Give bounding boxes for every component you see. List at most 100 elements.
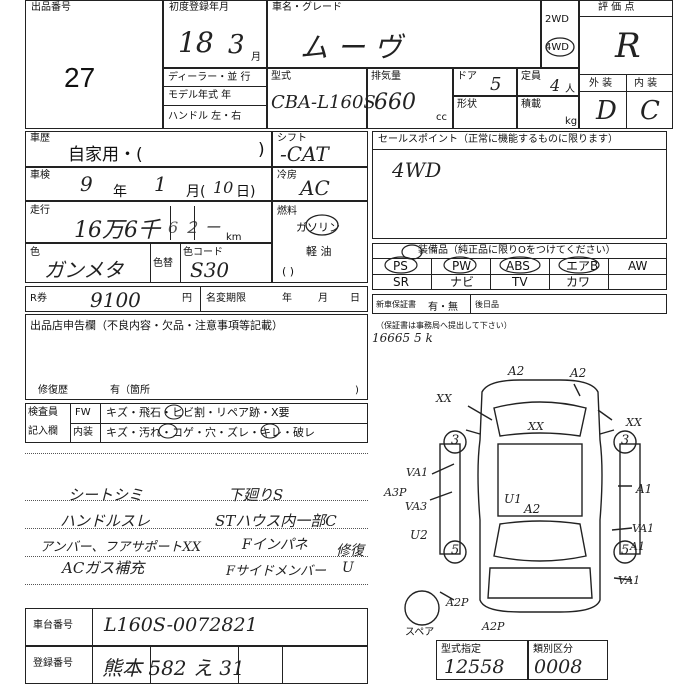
spare-label: スペア bbox=[405, 627, 435, 638]
inspection-year: 9 bbox=[80, 172, 93, 196]
equip-leather: カワ bbox=[566, 275, 591, 289]
car-name-label: 車名・グレード bbox=[272, 2, 342, 13]
designation-value: 12558 bbox=[444, 656, 505, 678]
load-label: 積載 bbox=[521, 99, 541, 110]
fuel-gasoline: ガソリン bbox=[296, 221, 340, 234]
note-6: STハウス内一部C bbox=[215, 512, 337, 530]
mark-va3: VA3 bbox=[405, 500, 428, 513]
mileage-unit: km bbox=[226, 232, 242, 243]
inspection-month-unit: 月( bbox=[186, 184, 206, 200]
shape-box bbox=[453, 96, 517, 129]
inspection-day: 10 bbox=[213, 178, 234, 197]
chassis-value: L160S-0072821 bbox=[104, 614, 258, 636]
inspection-year-unit: 年 bbox=[113, 184, 127, 200]
mark-a2-left: A2 bbox=[508, 364, 525, 378]
sales-point-label: セールスポイント（正常に機能するものに限ります） bbox=[378, 134, 618, 145]
mark-a2p-left: A2P bbox=[446, 596, 469, 609]
interior-value: C bbox=[640, 96, 660, 126]
color-value: ガンメタ bbox=[44, 258, 124, 282]
sales-point-value: 4WD bbox=[392, 158, 442, 182]
shift-value: -CAT bbox=[280, 142, 329, 166]
exterior-value: D bbox=[596, 96, 617, 126]
shift-box bbox=[272, 131, 368, 167]
checker-row1-head: FW bbox=[75, 407, 91, 418]
note-9: 修復 bbox=[336, 543, 364, 559]
repair-value: 有（箇所 bbox=[110, 385, 150, 396]
mark-va1-right: VA1 bbox=[632, 522, 655, 535]
checker-row1: キズ・飛石・ヒビ割・リペア跡・X要 bbox=[106, 406, 290, 419]
guarantee-note-label: （保証書は事務局へ提出して下さい） bbox=[376, 321, 512, 330]
registration-month: 3 bbox=[228, 30, 245, 60]
history-label: 車歴 bbox=[30, 133, 50, 144]
equip-tv: TV bbox=[512, 275, 528, 289]
mark-a2-center: A2 bbox=[524, 502, 541, 516]
guarantee-note-value: 16665 5 k bbox=[372, 331, 433, 345]
capacity-unit: 人 bbox=[565, 84, 575, 95]
rating-value: R bbox=[615, 26, 641, 66]
car-name-box bbox=[267, 0, 541, 68]
note-7: Fインパネ bbox=[242, 537, 308, 553]
history-value: 自家用・( bbox=[68, 145, 143, 165]
inspection-month: 1 bbox=[154, 172, 167, 196]
mark-xx-1: XX bbox=[436, 392, 452, 405]
equip-ps: PS bbox=[393, 259, 408, 273]
designation-label: 型式指定 bbox=[441, 644, 481, 655]
color-change-label: 色替 bbox=[153, 258, 173, 269]
declaration-box bbox=[25, 314, 368, 400]
note-3: アンバー、フアサポートXX bbox=[40, 540, 201, 555]
dealer-line1: ディーラー・並 行 bbox=[168, 72, 251, 83]
note-2: ハンドルスレ bbox=[60, 512, 151, 530]
inspection-box bbox=[25, 167, 272, 201]
lot-box bbox=[25, 0, 163, 129]
tyre-rr: 5 bbox=[621, 543, 630, 558]
shift-label: シフト bbox=[277, 133, 307, 144]
next-day-label: 後日品 bbox=[475, 300, 499, 309]
sales-point-box bbox=[372, 131, 667, 239]
fuel-diesel: 軽 油 bbox=[306, 245, 332, 258]
equip-airbag: エアB bbox=[566, 259, 599, 273]
fuel-label: 燃料 bbox=[277, 206, 297, 217]
r-ken-value: 9100 bbox=[90, 288, 141, 312]
car-name-value: ム ー ヴ bbox=[300, 31, 402, 64]
tyre-fr: 3 bbox=[621, 433, 630, 448]
color-label: 色 bbox=[30, 247, 40, 258]
mark-u1: U1 bbox=[504, 492, 522, 506]
color-code-label: 色コード bbox=[183, 247, 223, 258]
equip-abs: ABS bbox=[506, 259, 530, 273]
displacement-value: 660 bbox=[374, 90, 416, 115]
checker-label1: 検査員 bbox=[28, 407, 58, 418]
r-ken-yen: 円 bbox=[182, 293, 192, 304]
registration-month-unit: 月 bbox=[251, 52, 261, 63]
drive-box bbox=[541, 0, 579, 68]
classification-label: 類別区分 bbox=[533, 644, 573, 655]
registration-year: 18 bbox=[178, 26, 214, 59]
mark-va1-bottom: VA1 bbox=[618, 574, 641, 587]
inspection-label: 車検 bbox=[30, 170, 50, 181]
checker-label2: 記入欄 bbox=[28, 426, 58, 437]
note-1: シートシミ bbox=[68, 486, 144, 504]
plate-value: 熊本 582 え 31 bbox=[102, 656, 245, 680]
ac-value: AC bbox=[300, 176, 330, 200]
ac-label: 冷房 bbox=[277, 170, 297, 181]
mark-a3p: A3P bbox=[384, 486, 407, 499]
mark-xx-2: XX bbox=[528, 420, 544, 433]
registration-label: 初度登録年月 bbox=[169, 2, 229, 13]
displacement-unit: cc bbox=[436, 112, 447, 123]
history-close: ) bbox=[258, 140, 265, 160]
load-unit: kg bbox=[565, 116, 578, 127]
dealer-box bbox=[163, 68, 267, 129]
note-4: ACガス補充 bbox=[62, 559, 145, 577]
mileage-label: 走行 bbox=[30, 205, 50, 216]
note-5: 下廻りS bbox=[228, 486, 284, 504]
doors-label: ドア bbox=[457, 71, 477, 82]
equipment-label: 装備品（純正品に限りOをつけてください） bbox=[418, 245, 616, 256]
registration-box bbox=[163, 0, 267, 68]
checker-row2: キズ・汚れ・コゲ・穴・ズレ・キレ・破レ bbox=[106, 426, 315, 439]
color-code: S30 bbox=[190, 258, 230, 282]
ac-box bbox=[272, 167, 368, 201]
doors-box bbox=[453, 68, 517, 96]
r-ken-box bbox=[25, 286, 368, 312]
displacement-box bbox=[367, 68, 453, 129]
model-label: 型式 bbox=[271, 71, 291, 82]
dealer-line3: ハンドル 左・右 bbox=[168, 111, 242, 122]
